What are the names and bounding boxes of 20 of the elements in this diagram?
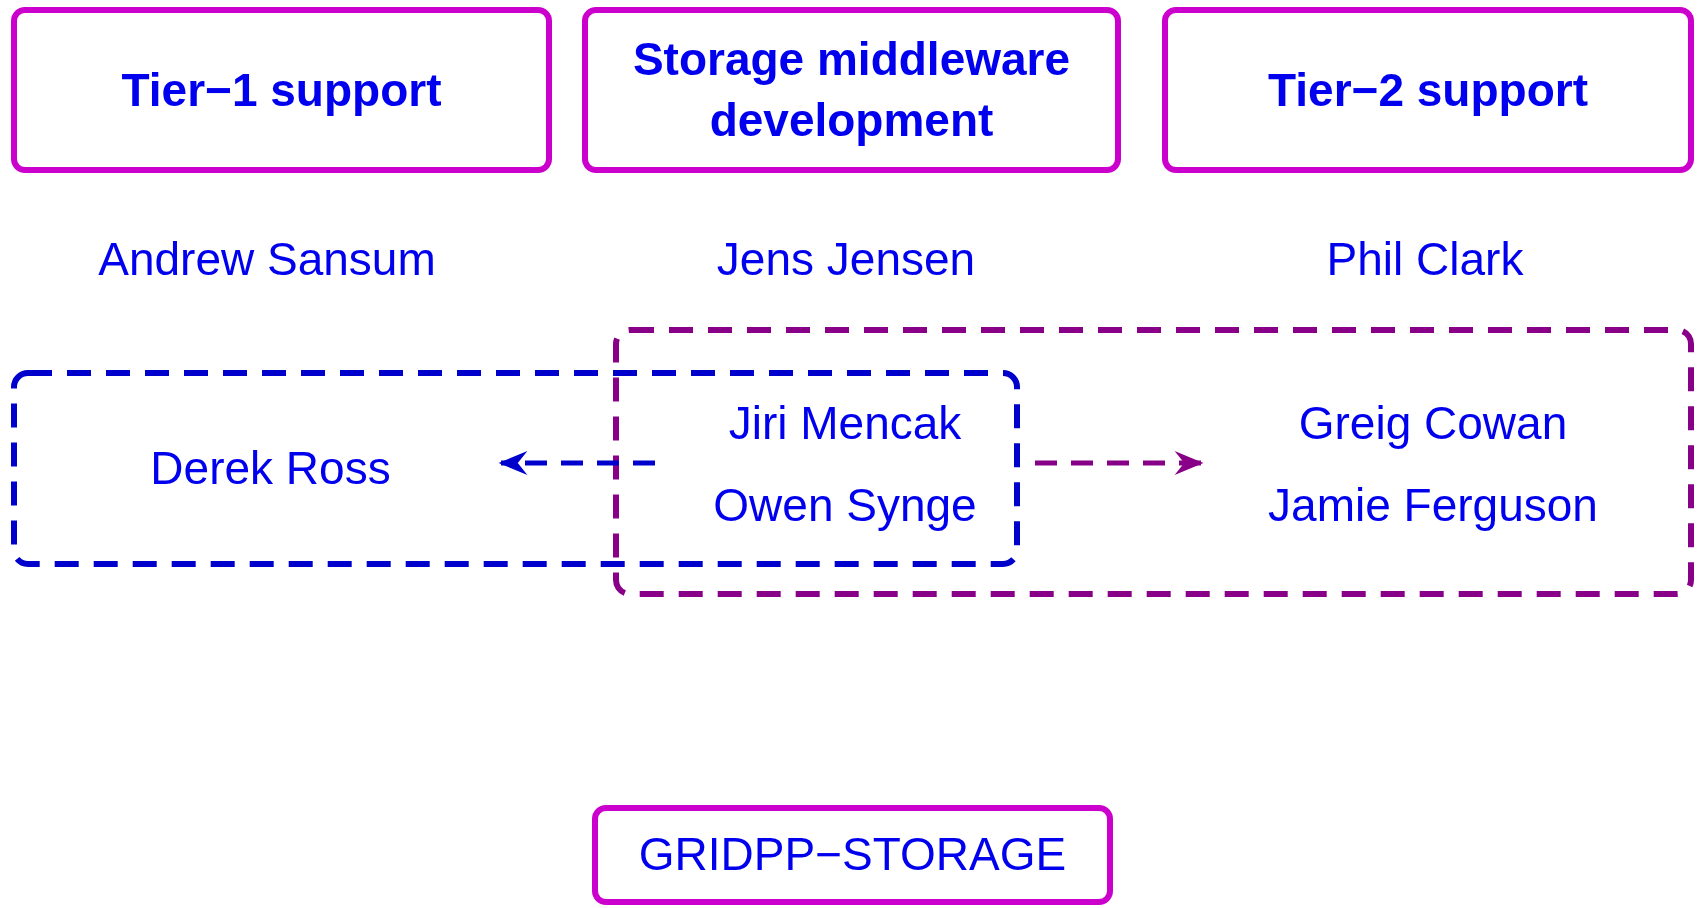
heading-text: Tier−2 support [1268, 62, 1588, 118]
dashed-arrow [498, 451, 655, 475]
person-name: Jamie Ferguson [1268, 478, 1598, 533]
person-name: Derek Ross [150, 440, 391, 496]
heading-text: Tier−1 support [121, 62, 442, 118]
dashed-arrow [1035, 451, 1204, 475]
heading-box [1162, 7, 1694, 173]
dashed-group-box [613, 327, 1694, 597]
heading-box [582, 7, 1121, 173]
person-name: Jens Jensen [716, 232, 976, 286]
dashed-group-box [11, 370, 1020, 567]
person-name: Jiri Mencak [728, 396, 962, 452]
person-name: Owen Synge [713, 478, 977, 533]
person-name: GRIDPP−STORAGE [638, 827, 1067, 883]
person-name: Phil Clark [1326, 232, 1524, 286]
person-name: Andrew Sansum [98, 232, 436, 286]
heading-box [11, 7, 552, 173]
heading-text: Storage middleware development [631, 32, 1072, 148]
heading-box [592, 805, 1113, 905]
person-name: Greig Cowan [1298, 396, 1568, 452]
